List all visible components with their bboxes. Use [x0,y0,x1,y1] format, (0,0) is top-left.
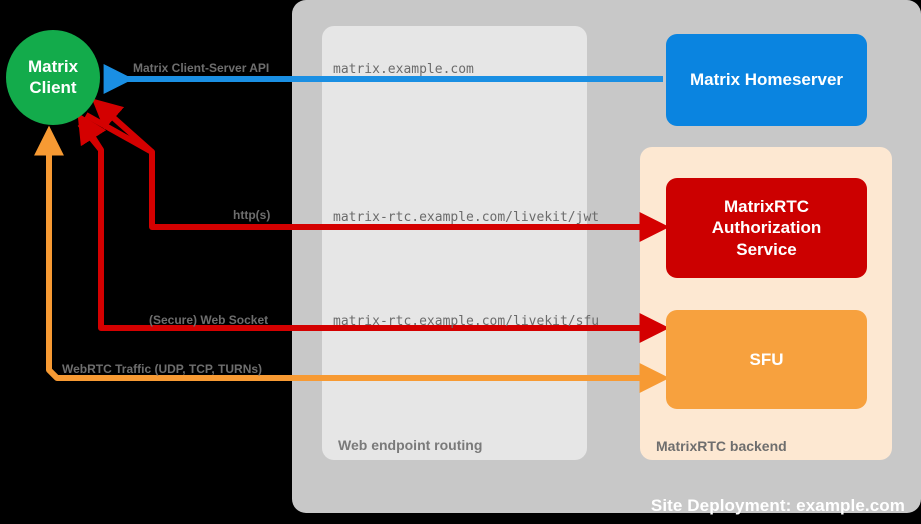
site-deployment-label: Site Deployment: example.com [650,496,905,515]
web-endpoint-routing-container [322,26,587,460]
auth-label-line1: MatrixRTC [723,197,809,217]
endpoint-path-livekit-jwt: matrix-rtc.example.com/livekit/jwt [333,210,600,225]
arrowhead-https-into-client [91,98,154,155]
connector-label-https: http(s) [233,208,271,222]
client-label-line2: Client [29,77,77,97]
client-label-line1: Matrix [27,57,79,77]
auth-label-line2: Authorization [711,218,822,238]
matrixrtc-backend-label: MatrixRTC backend [656,438,787,454]
connector-label-client-server-api: Matrix Client-Server API [133,61,270,75]
auth-label-line3: Service [736,239,797,259]
sfu-label: SFU [749,349,784,369]
connector-label-websocket: (Secure) Web Socket [149,313,269,327]
arrowhead-websocket-into-client [77,112,107,152]
endpoint-path-matrix: matrix.example.com [333,62,474,77]
node-matrix-homeserver[interactable]: Matrix Homeserver [666,34,867,126]
connector-label-webrtc-traffic: WebRTC Traffic (UDP, TCP, TURNs) [62,362,263,376]
endpoint-path-livekit-sfu: matrix-rtc.example.com/livekit/sfu [333,314,600,329]
homeserver-label: Matrix Homeserver [689,70,844,89]
web-endpoint-routing-label: Web endpoint routing [338,437,483,453]
node-sfu[interactable]: SFU [666,310,867,409]
node-matrix-client[interactable]: Matrix Client [6,30,100,125]
node-matrixrtc-authorization-service[interactable]: MatrixRTC Authorization Service [666,178,867,278]
